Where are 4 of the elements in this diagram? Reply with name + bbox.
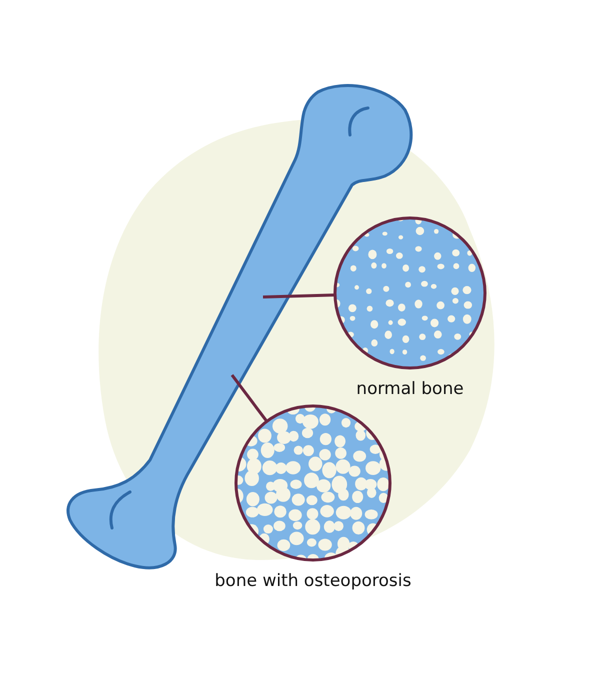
leader-line <box>262 294 336 298</box>
caption-text: normal bone <box>356 379 464 399</box>
caption-text: bone with osteoporosis <box>214 571 412 591</box>
leader-line <box>230 374 268 422</box>
